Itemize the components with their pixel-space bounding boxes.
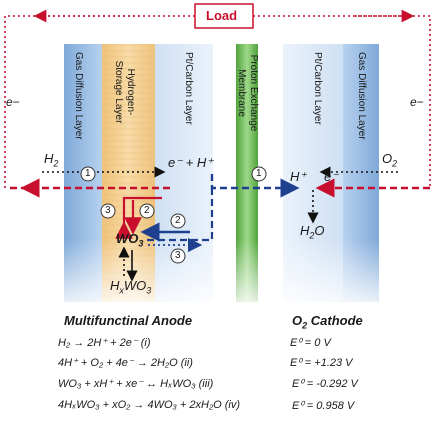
electron-proton-label: e⁻ + H⁺ (168, 155, 214, 170)
equation-text: H₂ → 2H⁺ + 2e⁻ (i) (58, 337, 151, 349)
equation-text: WO₃ + xH⁺ + xe⁻ ↔ HₓWO₃ (iii) (58, 378, 214, 390)
external-circuit-left (4, 15, 195, 188)
anode-title: Multifunctinal Anode (64, 313, 193, 328)
pathway-3-red (115, 196, 162, 239)
pathway-number-3-b: 3 (175, 250, 181, 261)
equation-row: WO₃ + xH⁺ + xe⁻ ↔ HₓWO₃ (iii) E⁰ = -0.29… (0, 375, 436, 395)
o2-subscript: 2 (392, 158, 398, 169)
hplus-right-label: H⁺ (290, 169, 307, 184)
o2-text: O (382, 151, 393, 166)
label-left-ptc: Pt/Carbon Layer (183, 52, 194, 125)
h2o-o: O (314, 223, 325, 238)
h2o-h: H (300, 223, 310, 238)
pathway-marker-3-b (170, 248, 186, 264)
pathway-number-1-left: 1 (85, 168, 91, 179)
load-label: Load (206, 8, 238, 23)
hxwo3-subscript: 3 (146, 285, 152, 296)
equation-row: 4H⁺ + O₂ + 4e⁻ → 2H₂O (ii) E⁰ = +1.23 V (0, 354, 436, 374)
h2o-label: H2O (300, 224, 325, 241)
equation-row: 4HₓWO₃ + xO₂ → 4WO₃ + 2xH₂O (iv) E⁰ = 0.… (0, 397, 436, 417)
h2-text: H (44, 151, 54, 166)
o2-label: O2 (382, 152, 397, 169)
h2-label: H2 (44, 152, 58, 169)
equation-row: H₂ → 2H⁺ + 2e⁻ (i) E⁰ = 0 V (0, 334, 436, 354)
cathode-title-rest: Cathode (307, 313, 363, 328)
hxwo3-h: H (110, 278, 120, 293)
label-hsl: Hydrogen-Storage Layer (113, 60, 137, 124)
equation-text: 4HₓWO₃ + xO₂ → 4WO₃ + 2xH₂O (iv) (58, 399, 241, 411)
pathway-marker-1-right (251, 166, 267, 182)
equation-potential: E⁰ = +1.23 V (290, 357, 353, 369)
pathway-marker-3-a (100, 203, 116, 219)
h2-subscript: 2 (53, 158, 59, 169)
equation-text: 4H⁺ + O₂ + 4e⁻ → 2H₂O (ii) (58, 357, 193, 369)
pathway-number-1-right: 1 (256, 168, 262, 179)
external-circuit-right (253, 15, 431, 188)
label-right-gdl: Gas Diffusion Layer (356, 52, 367, 140)
pathway-number-2-b: 2 (175, 215, 181, 226)
hxwo3-label: HxWO3 (110, 279, 151, 296)
equation-potential: E⁰ = -0.292 V (292, 378, 358, 390)
label-pem: Proton Exchange Membrane (236, 54, 260, 132)
cathode-title-o: O (292, 313, 303, 328)
pathway-number-3-a: 3 (105, 205, 111, 216)
label-right-ptc: Pt/Carbon Layer (312, 52, 323, 125)
h2o-subscript: 2 (309, 230, 315, 241)
pathway-marker-2-a (139, 203, 155, 219)
pathway-marker-2-b (170, 213, 186, 229)
wo3-text: WO (116, 231, 139, 246)
pathway-marker-1-left (80, 166, 96, 182)
electron-label-right: e− (410, 95, 424, 109)
electron-label-left: e− (6, 95, 20, 109)
label-left-gdl: Gas Diffusion Layer (73, 52, 84, 140)
equation-potential: E⁰ = 0.958 V (292, 400, 355, 412)
equation-potential: E⁰ = 0 V (290, 337, 331, 349)
hxwo3-x: x (119, 285, 124, 296)
cathode-title: O2 Cathode (292, 314, 363, 331)
proton-to-wo3 (145, 188, 214, 242)
pathway-number-2-a: 2 (144, 205, 150, 216)
wo3-subscript: 3 (138, 238, 144, 249)
cathode-title-sub: 2 (302, 320, 308, 331)
wo3-label: WO3 (116, 232, 143, 249)
eminus-right-label: e⁻ (324, 169, 339, 184)
hxwo3-wo: WO (123, 278, 147, 293)
